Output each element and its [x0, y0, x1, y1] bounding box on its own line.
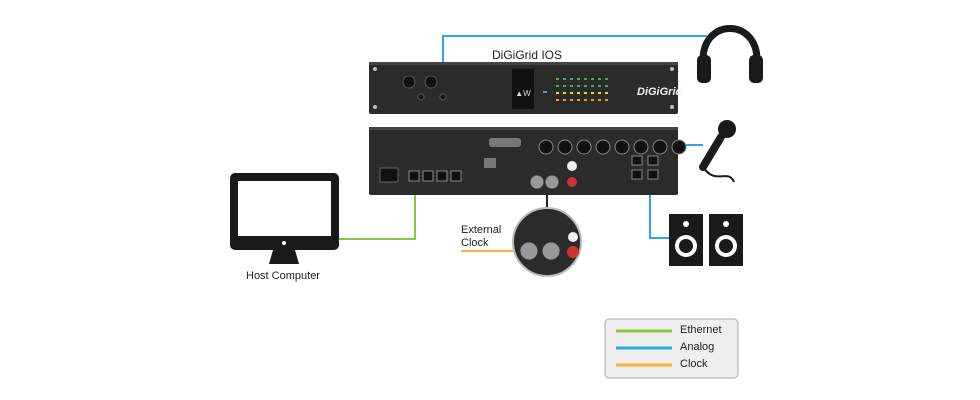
led — [563, 85, 566, 87]
jack-port — [647, 155, 659, 166]
power-inlet — [379, 167, 399, 183]
ethernet-cable — [339, 188, 416, 240]
bnc-port-2 — [544, 174, 560, 190]
led — [570, 99, 573, 101]
led — [556, 92, 559, 94]
front-knob-1 — [402, 75, 416, 89]
back-panel — [369, 127, 687, 195]
led — [570, 85, 573, 87]
front-panel: ▲W — [369, 62, 678, 114]
headphones-icon — [697, 25, 763, 83]
external-clock-line-2: Clock — [461, 237, 489, 249]
led — [563, 99, 566, 101]
xlr-connector — [595, 139, 611, 155]
analog-cable-speakers — [649, 190, 669, 239]
led — [584, 78, 587, 80]
xlr-connector — [671, 139, 687, 155]
monitor-icon — [230, 173, 339, 264]
led — [577, 85, 580, 87]
jack-port — [631, 155, 643, 166]
legend — [604, 318, 739, 379]
led — [570, 78, 573, 80]
clock-zoom-callout — [512, 207, 582, 277]
led — [584, 92, 587, 94]
led — [598, 85, 601, 87]
xlr-connector — [576, 139, 592, 155]
led — [577, 78, 580, 80]
xlr-connector — [538, 139, 554, 155]
led — [591, 99, 594, 101]
led — [591, 92, 594, 94]
ethernet-ports — [408, 170, 462, 182]
front-knob-2 — [424, 75, 438, 89]
jack-port — [647, 169, 659, 180]
xlr-connector — [633, 139, 649, 155]
device-brand: DiGiGrid — [637, 86, 683, 98]
microphone-icon — [699, 120, 736, 183]
led — [577, 99, 580, 101]
external-clock-line-1: External — [461, 224, 502, 236]
xlr-connector — [652, 139, 668, 155]
speaker-icon — [669, 214, 743, 266]
xlr-connector — [614, 139, 630, 155]
bnc-port-1 — [529, 174, 545, 190]
led — [584, 85, 587, 87]
led — [598, 99, 601, 101]
external-clock-label: External Clock — [461, 224, 501, 250]
legend-label-clock: Clock — [680, 358, 708, 370]
xlr-connector — [557, 139, 573, 155]
led — [591, 78, 594, 80]
jack-port — [631, 169, 643, 180]
legend-label-ethernet: Ethernet — [680, 324, 722, 336]
legend-label-analog: Analog — [680, 341, 715, 353]
led-meters — [543, 78, 608, 101]
led — [577, 92, 580, 94]
led — [605, 85, 608, 87]
led — [570, 92, 573, 94]
xlr-inputs — [538, 139, 687, 180]
led — [563, 92, 566, 94]
led — [556, 78, 559, 80]
led — [605, 99, 608, 101]
led — [591, 85, 594, 87]
led — [556, 99, 559, 101]
led — [605, 92, 608, 94]
led — [605, 78, 608, 80]
svg-text:▲W: ▲W — [515, 89, 531, 98]
led — [556, 85, 559, 87]
led — [598, 78, 601, 80]
host-computer-label: Host Computer — [246, 270, 320, 282]
led — [584, 99, 587, 101]
led — [563, 78, 566, 80]
db25-connector — [489, 138, 521, 147]
led — [598, 92, 601, 94]
device-title: DiGiGrid IOS — [492, 48, 563, 62]
